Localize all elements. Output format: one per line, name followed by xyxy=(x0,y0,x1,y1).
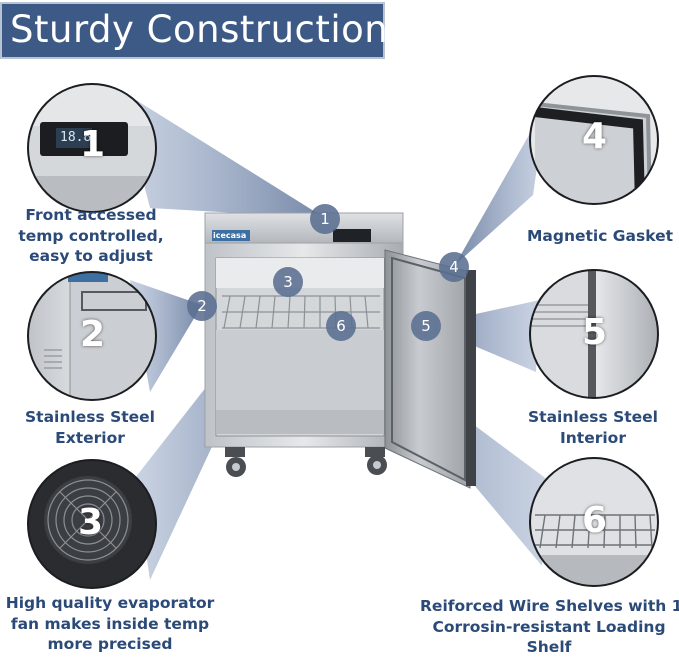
caption-magnetic-gasket: Magnetic Gasket xyxy=(526,227,674,245)
title-banner: Sturdy Construction: xyxy=(0,2,401,59)
zoom-number-3: 3 xyxy=(78,502,104,543)
caption-stainless-exterior: Stainless Steel Exterior xyxy=(25,408,155,447)
caption-stainless-interior: Stainless Steel Interior xyxy=(528,408,658,447)
display-readout: 18.8 xyxy=(60,130,92,145)
callout-badge-2: 2 xyxy=(187,291,217,321)
zoom-number-1: 1 xyxy=(80,124,106,165)
caption-evaporator-fan: High quality evaporator fan makes inside… xyxy=(5,594,215,653)
callout-badge-4: 4 xyxy=(439,252,469,282)
brand-label: icecasa xyxy=(213,231,247,240)
zoom-number-6: 6 xyxy=(582,500,608,541)
caption-front-accessed: Front accessed temp controlled, easy to … xyxy=(18,206,164,265)
callout-badge-5: 5 xyxy=(411,311,441,341)
caption-wire-shelves: Reiforced Wire Shelves with 1 Corrosin-r… xyxy=(420,597,679,656)
zoom-circle-shelf xyxy=(529,457,659,587)
callout-badge-6: 6 xyxy=(326,311,356,341)
page-title: Sturdy Construction: xyxy=(10,8,402,51)
zoom-number-4: 4 xyxy=(582,116,608,157)
zoom-circle-gasket xyxy=(529,75,659,205)
callout-badge-3: 3 xyxy=(273,267,303,297)
zoom-circle-control-panel xyxy=(27,83,157,213)
zoom-circle-fan xyxy=(27,459,157,589)
fridge xyxy=(204,212,476,489)
zoom-number-2: 2 xyxy=(80,314,106,355)
callout-badge-1: 1 xyxy=(310,204,340,234)
zoom-number-5: 5 xyxy=(582,312,608,353)
